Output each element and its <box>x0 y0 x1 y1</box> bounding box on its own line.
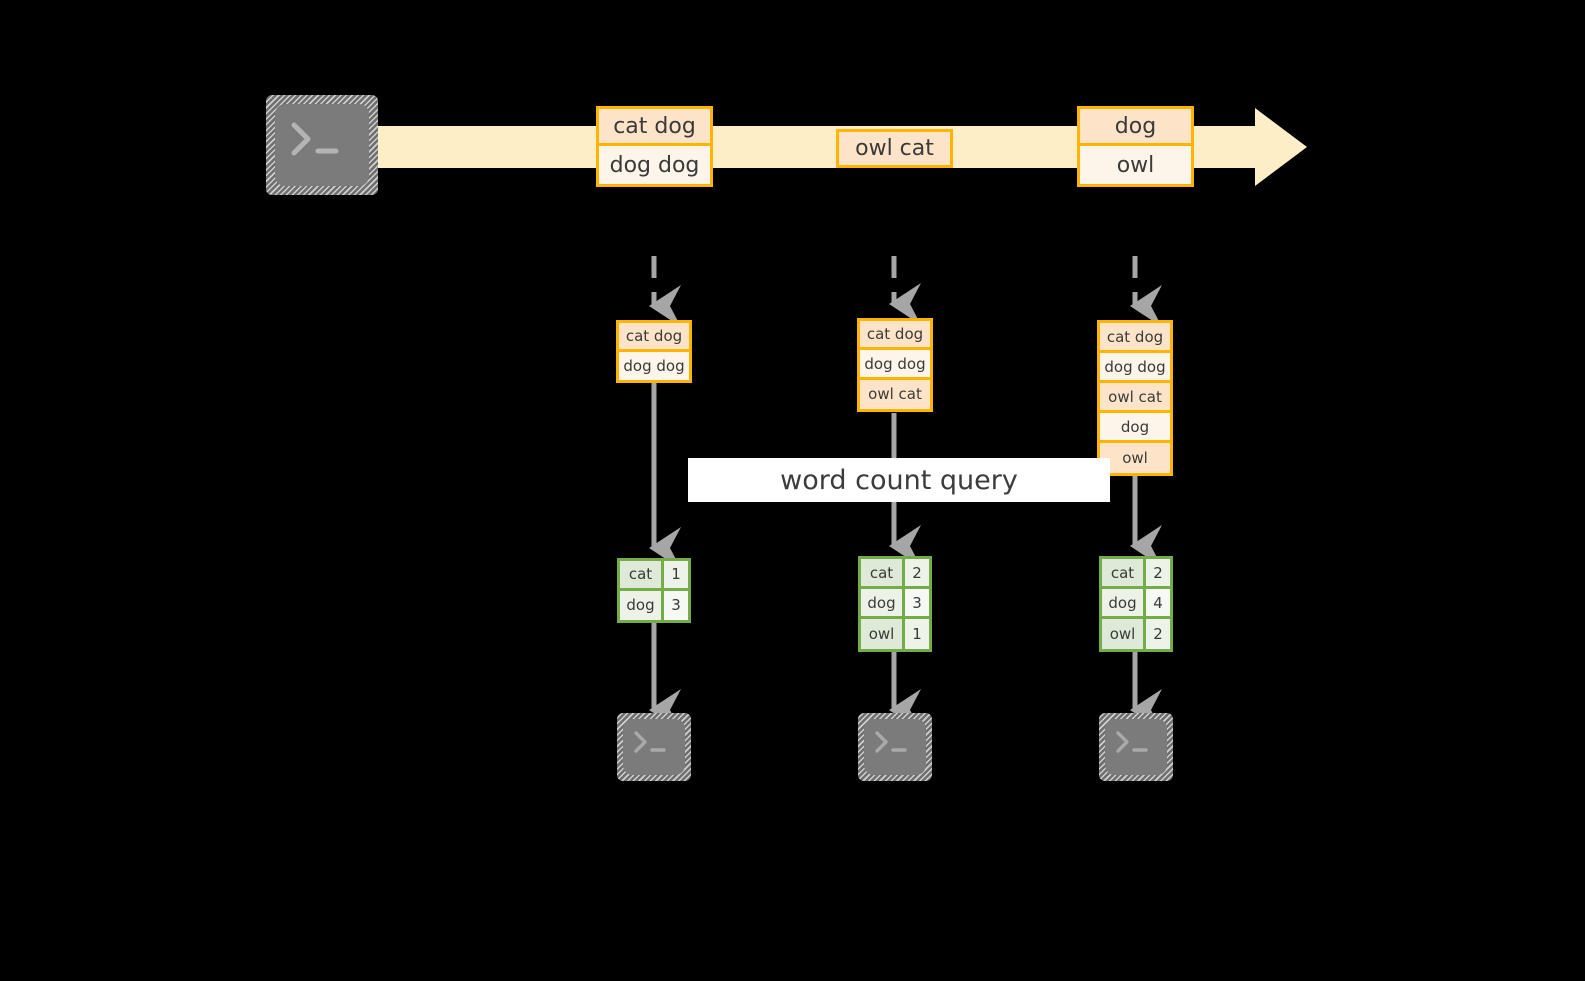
result-word: owl <box>1102 619 1146 649</box>
result-word: dog <box>1102 589 1146 617</box>
snapshot-2-input-line-1: cat dog <box>860 321 930 351</box>
result-word: cat <box>861 559 905 587</box>
terminal-prompt-glyph <box>634 731 666 753</box>
query-label-band: word count query <box>688 458 1110 502</box>
result-count: 2 <box>1146 619 1170 649</box>
snapshot-3-result-table: cat 2 dog 4 owl 2 <box>1099 556 1173 652</box>
stream-event-3-line-2: owl <box>1080 146 1191 184</box>
result-count: 2 <box>905 559 929 587</box>
table-row: cat 2 <box>1102 559 1170 590</box>
snapshot-1-input: cat dog dog dog <box>616 320 692 383</box>
table-row: owl 2 <box>1102 619 1170 649</box>
snapshot-2-result-table: cat 2 dog 3 owl 1 <box>858 556 932 652</box>
stream-event-2: owl cat <box>836 129 953 168</box>
stream-event-1-line-2: dog dog <box>599 146 710 184</box>
snapshot-3-input-line-3: owl cat <box>1100 383 1170 413</box>
snapshot-2-input-line-3: owl cat <box>860 379 930 409</box>
snapshot-1-sink-terminal-icon <box>617 713 691 781</box>
table-row: cat 2 <box>861 559 929 590</box>
table-row: dog 4 <box>1102 589 1170 620</box>
source-terminal-icon <box>266 95 378 195</box>
snapshot-2-input: cat dog dog dog owl cat <box>857 318 933 412</box>
result-word: cat <box>620 561 664 588</box>
snapshot-1-input-line-1: cat dog <box>619 323 689 352</box>
result-count: 2 <box>1146 559 1170 587</box>
result-word: cat <box>1102 559 1146 587</box>
result-count: 3 <box>905 589 929 617</box>
snapshot-3-sink-terminal-icon <box>1099 713 1173 781</box>
snapshot-3-input-line-4: dog <box>1100 413 1170 443</box>
table-row: dog 3 <box>861 589 929 620</box>
table-row: cat 1 <box>620 561 688 591</box>
result-word: dog <box>620 590 664 620</box>
snapshot-2-input-line-2: dog dog <box>860 350 930 380</box>
stream-event-1-line-1: cat dog <box>599 109 710 146</box>
result-count: 1 <box>664 561 688 588</box>
stream-event-3-line-1: dog <box>1080 109 1191 146</box>
snapshot-1-result-table: cat 1 dog 3 <box>617 558 691 623</box>
result-count: 4 <box>1146 589 1170 617</box>
snapshot-3-input-line-1: cat dog <box>1100 323 1170 353</box>
terminal-face <box>1105 719 1167 775</box>
terminal-face <box>864 719 926 775</box>
snapshot-3-input: cat dog dog dog owl cat dog owl <box>1097 320 1173 476</box>
snapshot-3-input-line-2: dog dog <box>1100 353 1170 383</box>
result-word: dog <box>861 589 905 617</box>
terminal-prompt-glyph <box>291 122 339 156</box>
query-label-text: word count query <box>780 464 1018 496</box>
result-count: 3 <box>664 590 688 620</box>
terminal-face <box>275 104 369 186</box>
table-row: owl 1 <box>861 619 929 649</box>
terminal-prompt-glyph <box>1116 731 1148 753</box>
stream-event-1: cat dog dog dog <box>596 106 713 187</box>
snapshot-3-input-line-5: owl <box>1100 443 1170 473</box>
terminal-prompt-glyph <box>875 731 907 753</box>
stream-event-2-line-1: owl cat <box>839 132 950 165</box>
stream-event-3: dog owl <box>1077 106 1194 187</box>
result-word: owl <box>861 619 905 649</box>
result-count: 1 <box>905 619 929 649</box>
snapshot-1-input-line-2: dog dog <box>619 351 689 380</box>
snapshot-2-sink-terminal-icon <box>858 713 932 781</box>
table-row: dog 3 <box>620 590 688 620</box>
terminal-face <box>623 719 685 775</box>
